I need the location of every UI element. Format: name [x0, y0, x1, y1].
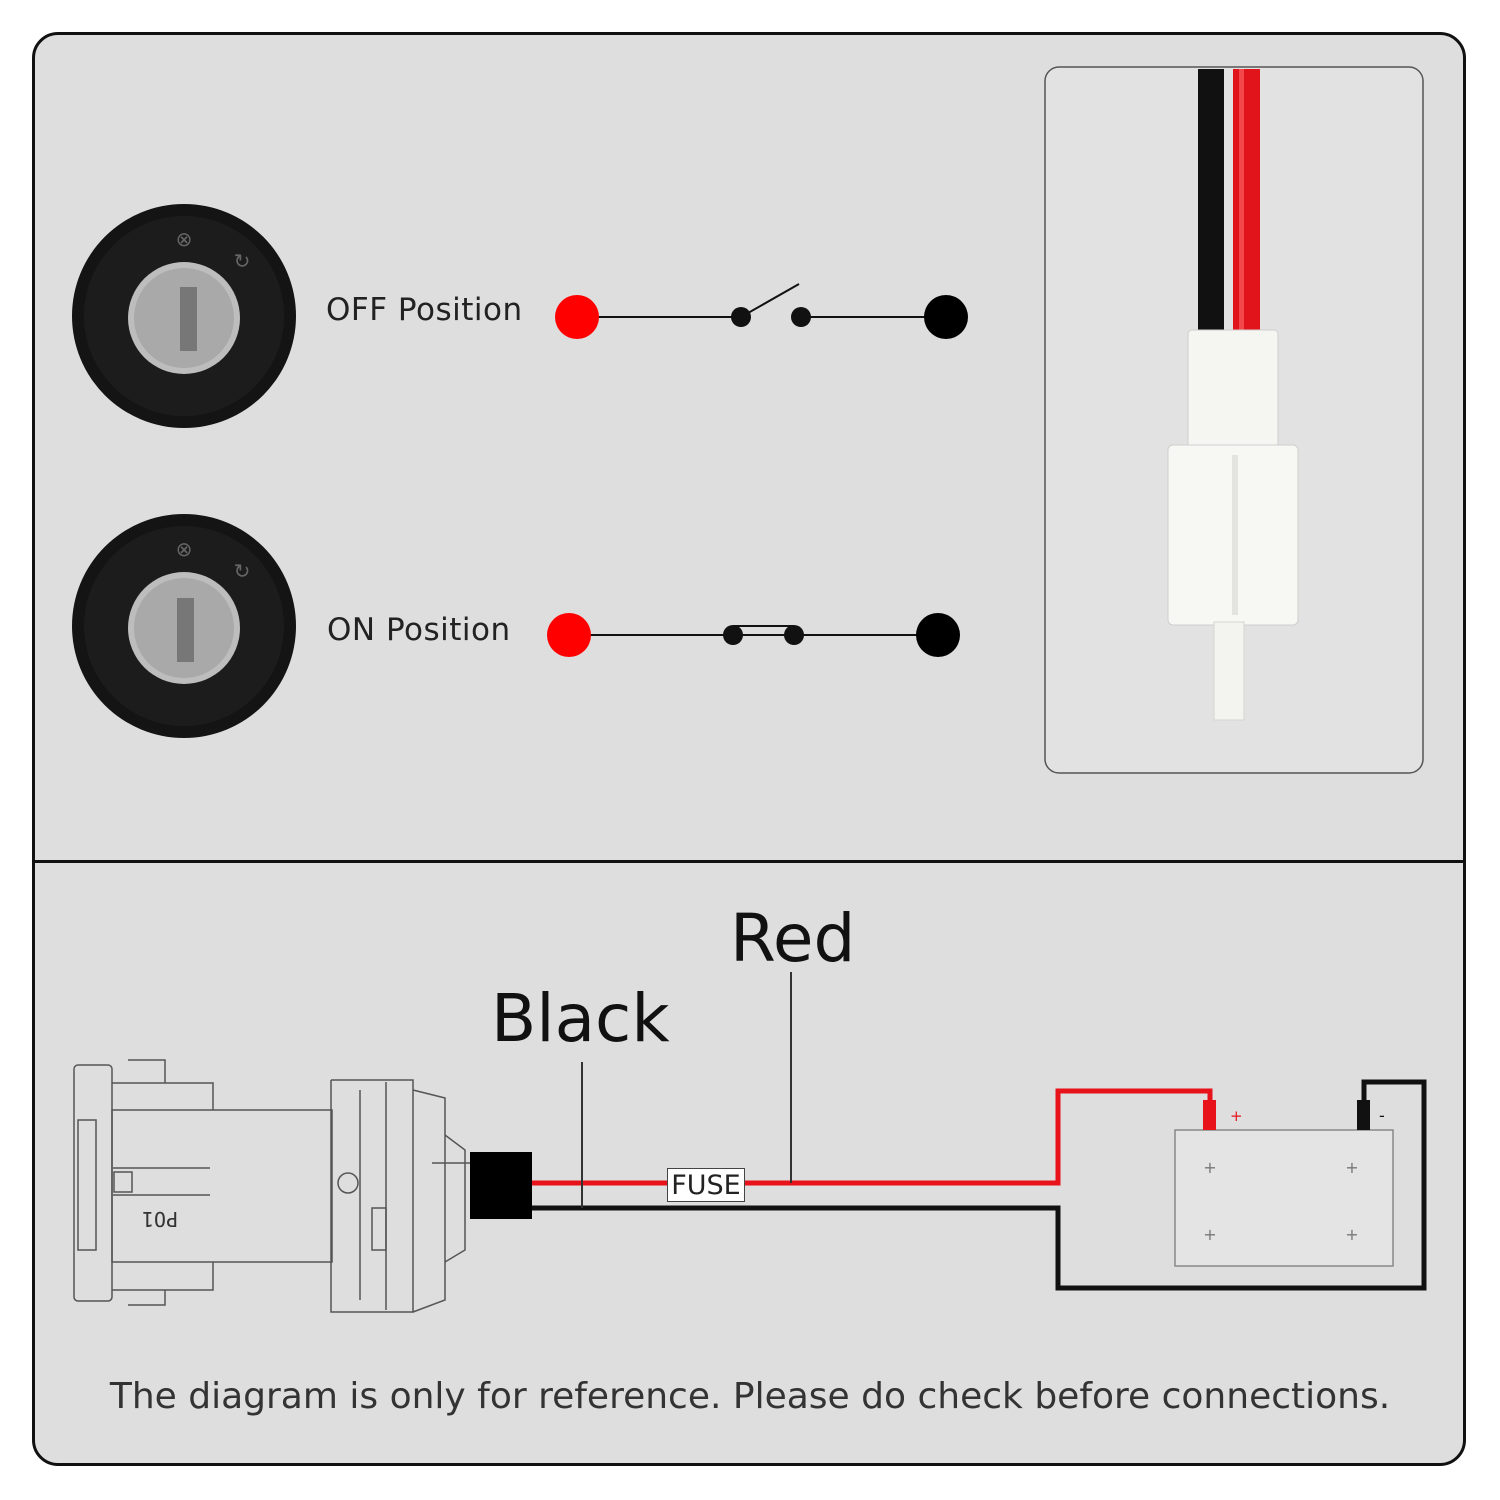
black-wire: [532, 1079, 1427, 1291]
svg-text:⊗: ⊗: [176, 227, 193, 251]
black-wire-label: Black: [491, 980, 670, 1057]
svg-text:+: +: [1345, 1158, 1358, 1177]
svg-text:↻: ↻: [234, 559, 251, 583]
svg-text:+: +: [1203, 1158, 1216, 1177]
wire-plug-block: [470, 1152, 532, 1219]
switch-symbol-on-icon: [547, 613, 960, 657]
svg-text:↻: ↻: [234, 249, 251, 273]
on-position-label: ON Position: [327, 612, 511, 648]
footer-note: The diagram is only for reference. Pleas…: [109, 1376, 1391, 1417]
svg-text:+: +: [1345, 1225, 1358, 1244]
key-switch-off-icon: ⊗ ↻: [72, 204, 296, 428]
connector-plug-icon: [1044, 66, 1424, 774]
battery-negative-label: -: [1379, 1106, 1385, 1125]
svg-text:+: +: [1203, 1225, 1216, 1244]
svg-text:⊗: ⊗: [176, 537, 193, 561]
fuse-label: FUSE: [667, 1168, 745, 1202]
section-divider: [35, 860, 1463, 863]
key-switch-on-icon: ⊗ ↻: [72, 514, 296, 738]
red-wire-label: Red: [730, 900, 856, 977]
red-wire: [532, 1088, 1213, 1186]
off-position-label: OFF Position: [326, 292, 523, 328]
dash-switch-outline-icon: [73, 1059, 470, 1313]
plug-marking: PO1: [142, 1207, 178, 1231]
battery-icon: + + + +: [1174, 1100, 1394, 1267]
battery-positive-label: +: [1230, 1107, 1243, 1125]
switch-symbol-off-icon: [555, 283, 968, 339]
